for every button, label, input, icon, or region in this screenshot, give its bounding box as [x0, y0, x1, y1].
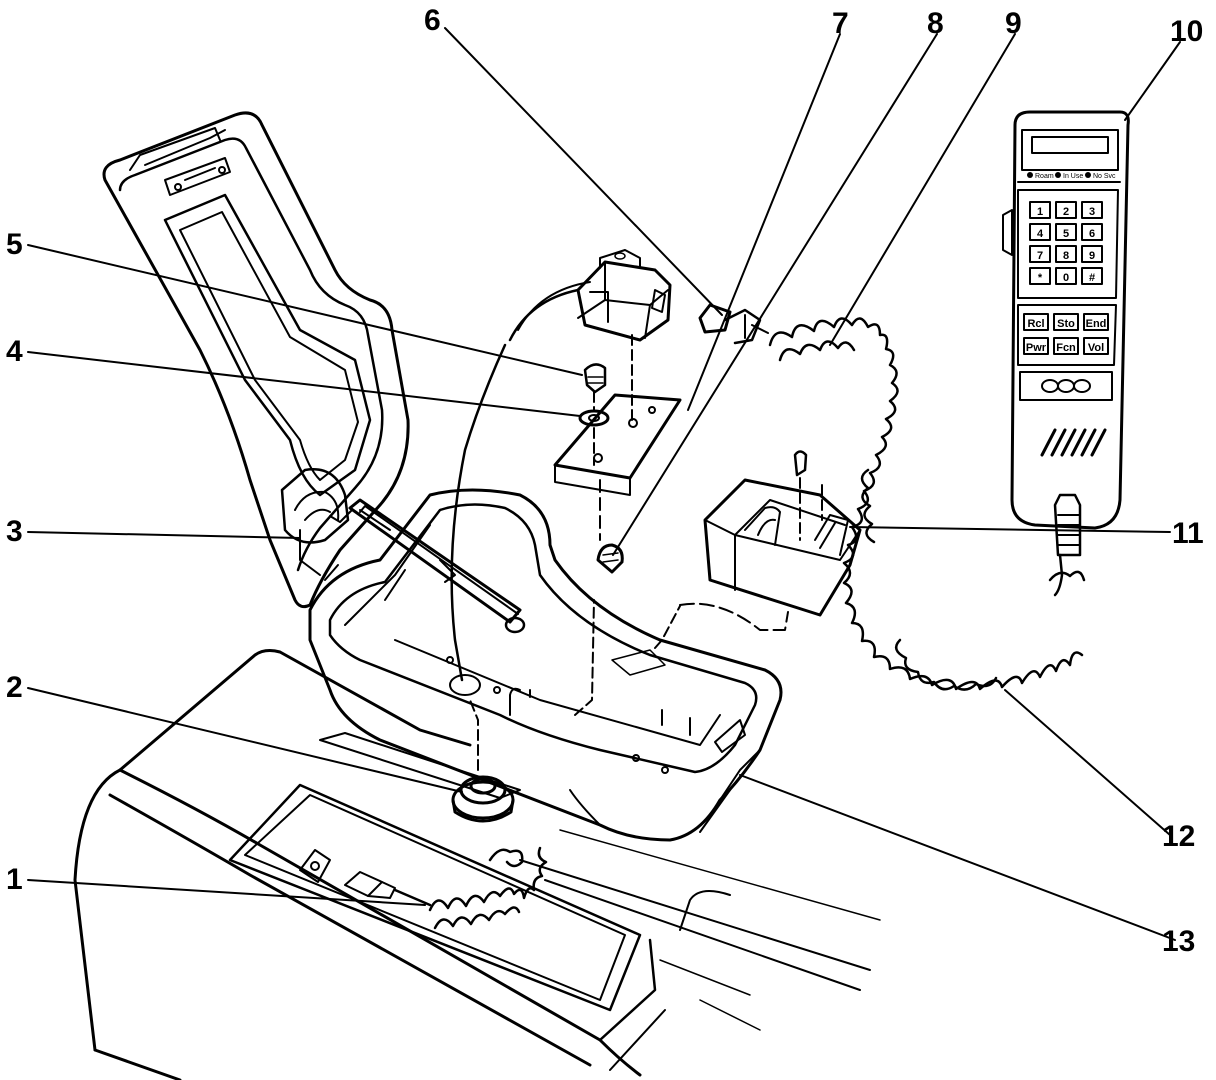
key-fcn: Fcn: [1056, 342, 1076, 354]
key-rcl: Rcl: [1027, 318, 1044, 330]
callout-9: 9: [1005, 7, 1022, 40]
part-10-handset: [1002, 110, 1130, 597]
callout-11: 11: [1172, 517, 1204, 550]
callout-1: 1: [6, 863, 23, 896]
indicator-dot: [1027, 172, 1033, 178]
part-8-bolt: [596, 543, 624, 574]
key-vol: Vol: [1088, 342, 1104, 354]
mounting-bracket: [553, 393, 682, 541]
key-star: *: [1038, 272, 1043, 284]
indicator-no-svc: No Svc: [1093, 173, 1116, 180]
key-6: 6: [1089, 228, 1095, 240]
callout-12: 12: [1162, 820, 1195, 853]
callout-10: 10: [1170, 15, 1203, 48]
part-11-handset-holder: [654, 450, 862, 649]
callout-6: 6: [424, 4, 441, 37]
key-3: 3: [1089, 206, 1095, 218]
key-7: 7: [1037, 250, 1043, 262]
part-12-coiled-cord: [768, 317, 1086, 691]
part-2-grommet: [451, 775, 515, 823]
key-end: End: [1086, 318, 1107, 330]
callout-4: 4: [6, 335, 23, 368]
leader-lines: [27, 27, 1181, 941]
key-2: 2: [1063, 206, 1069, 218]
part-1-connector-cable: [344, 846, 548, 930]
callout-7: 7: [832, 7, 849, 40]
indicator-dot: [1085, 172, 1091, 178]
key-4: 4: [1037, 228, 1044, 240]
callout-13: 13: [1162, 925, 1195, 958]
indicator-roam: Roam: [1035, 173, 1054, 180]
part-13-cradle-base: [308, 488, 783, 842]
callout-3: 3: [6, 515, 23, 548]
key-1: 1: [1037, 206, 1043, 218]
internal-cable: [450, 343, 507, 682]
center-console: [73, 649, 881, 1080]
key-sto: Sto: [1057, 318, 1075, 330]
key-hash: #: [1089, 272, 1095, 284]
callout-8: 8: [927, 7, 944, 40]
handset-keypad-labels: 1 2 3 4 5 6 7 8 9 * 0 # Rcl Sto End Pwr …: [1026, 172, 1116, 354]
key-5: 5: [1063, 228, 1069, 240]
key-0: 0: [1063, 272, 1069, 284]
part-6-connector-block: [508, 249, 672, 342]
gas-strut: [329, 498, 526, 634]
key-pwr: Pwr: [1026, 342, 1047, 354]
key-9: 9: [1089, 250, 1095, 262]
key-8: 8: [1063, 250, 1069, 262]
callout-5: 5: [6, 228, 23, 261]
part-3-hinged-lid: [102, 111, 410, 609]
indicator-in-use: In Use: [1063, 173, 1083, 180]
callout-2: 2: [6, 671, 23, 704]
part-5-screw: [583, 363, 607, 394]
indicator-dot: [1055, 172, 1061, 178]
callout-labels: 1 2 3 4 5 6 7 8 9 10 11 12 13: [6, 4, 1204, 958]
